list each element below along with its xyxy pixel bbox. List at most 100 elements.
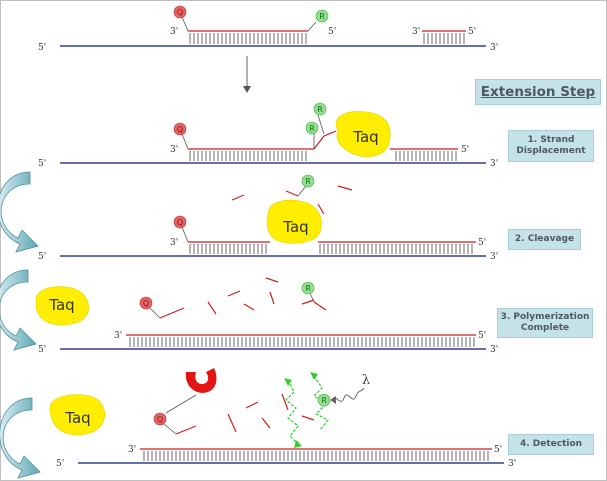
primer-base-pairs	[395, 151, 457, 161]
quencher-label: Q	[177, 218, 183, 227]
quencher-dye	[173, 215, 187, 229]
template-three-prime-label: 3'	[490, 159, 498, 169]
fragment	[245, 401, 259, 409]
quencher-label: Q	[177, 125, 183, 134]
taq-polymerase	[335, 111, 391, 158]
extension-step-title: Extension Step	[475, 79, 601, 105]
fragment	[285, 190, 299, 197]
reporter-label: R	[321, 396, 327, 405]
fragment	[313, 301, 327, 311]
quencher-dye	[153, 412, 167, 426]
stage-cleavage: 5' 3' Q 3' 5' Taq R	[0, 171, 498, 262]
down-arrow-head	[243, 86, 251, 93]
reporter-label: R	[319, 12, 325, 21]
primer-five-prime-label: 5'	[468, 27, 476, 37]
quencher-linker-upper	[165, 394, 197, 414]
reporter-linker	[297, 185, 307, 197]
step-label-cleavage: 2. Cleavage	[508, 229, 581, 250]
template-three-prime-label: 3'	[490, 345, 498, 355]
reporter-dye	[315, 9, 329, 23]
stage-polymerization-complete: Taq 5' 3' 3' 5' Q R	[0, 269, 498, 355]
cleaved-fragments	[159, 277, 327, 319]
taq-label: Taq	[282, 218, 308, 236]
step-3-line-2: Complete	[520, 323, 570, 333]
fragment	[231, 194, 245, 201]
new-strand-base-pairs	[143, 451, 489, 461]
reporter-label: R	[309, 124, 315, 133]
quencher-dye	[139, 296, 153, 310]
new-strand-three-prime-label: 3'	[128, 445, 136, 455]
cleaved-fragments	[175, 393, 315, 435]
new-strand-three-prime-label: 3'	[114, 331, 122, 341]
step-4-line-1: 4. Detection	[519, 439, 583, 449]
wavelength-symbol: λ	[362, 373, 370, 388]
probe-five-prime-label: 5'	[328, 27, 336, 37]
fragment	[265, 277, 279, 283]
template-three-prime-label: 3'	[490, 252, 498, 262]
probe-three-prime-label: 3'	[170, 145, 178, 155]
light-emission-arrowhead	[330, 396, 336, 404]
step-3-line-1: 3. Polymerization	[500, 312, 590, 322]
probe-base-pairs	[189, 244, 267, 254]
cycle-arrow-1	[0, 171, 39, 253]
fragment	[261, 417, 271, 429]
quencher-label: Q	[177, 8, 183, 17]
second-reporter-dye	[313, 102, 327, 116]
template-three-prime-label: 3'	[490, 43, 498, 53]
new-strand-base-pairs	[319, 244, 473, 254]
taq-label: Taq	[64, 409, 90, 427]
fragment	[227, 413, 237, 433]
new-strand-base-pairs	[129, 337, 475, 347]
template-five-prime-label: 5'	[56, 459, 64, 469]
step-label-strand-displacement: 1. Strand Displacement	[508, 130, 594, 162]
step-1-line-2: Displacement	[516, 146, 586, 156]
taq-polymerase	[49, 394, 105, 436]
primer-five-prime-label: 5'	[461, 145, 469, 155]
probe-base-pairs	[189, 151, 307, 161]
fragment	[227, 290, 241, 297]
reporter-label: R	[305, 177, 311, 186]
released-quencher-fragment	[185, 368, 217, 393]
fragment	[281, 393, 289, 411]
probe-three-prime-label: 3'	[170, 238, 178, 248]
quencher-dye	[173, 5, 187, 19]
taq-label: Taq	[352, 128, 378, 146]
cycle-arrow-3	[0, 397, 41, 479]
second-reporter-label: R	[317, 105, 323, 114]
quencher-linker	[181, 133, 189, 150]
second-reporter-linker	[317, 114, 325, 135]
step-1-line-1: 1. Strand	[527, 135, 575, 145]
taq-polymerase	[266, 199, 322, 244]
fragment	[243, 303, 255, 311]
template-five-prime-label: 5'	[38, 159, 46, 169]
quencher-linker-lower	[163, 423, 177, 435]
cleaved-fragments	[231, 185, 353, 215]
quencher-linker	[181, 16, 189, 32]
emission-arrowhead	[284, 378, 292, 386]
probe-three-prime-label: 3'	[170, 27, 178, 37]
quencher-label: Q	[157, 415, 163, 424]
cycle-arrow-2	[0, 269, 37, 351]
quencher-linker	[181, 226, 189, 243]
new-strand-five-prime-label: 5'	[478, 331, 486, 341]
taq-polymerase	[35, 286, 89, 326]
quencher-label: Q	[143, 299, 149, 308]
template-five-prime-label: 5'	[38, 252, 46, 262]
stage-strand-displacement: 5' 3' Q 3' R R Taq 5'	[38, 102, 498, 169]
fragment	[175, 425, 197, 435]
emission-wave	[313, 375, 329, 431]
fragment	[301, 299, 315, 305]
displaced-probe-end	[313, 130, 337, 150]
reporter-dye	[301, 281, 315, 295]
stage-detection: Taq 5' 3' 3' 5' Q R λ	[0, 368, 516, 479]
reporter-label: R	[305, 284, 311, 293]
primer-three-prime-label: 3'	[412, 27, 420, 37]
fragment	[269, 291, 275, 305]
quencher-linker	[149, 307, 161, 319]
template-five-prime-label: 5'	[38, 345, 46, 355]
emission-arrowhead	[294, 440, 302, 448]
reporter-dye	[301, 174, 315, 188]
quencher-dye	[173, 122, 187, 136]
fragment	[317, 203, 325, 215]
